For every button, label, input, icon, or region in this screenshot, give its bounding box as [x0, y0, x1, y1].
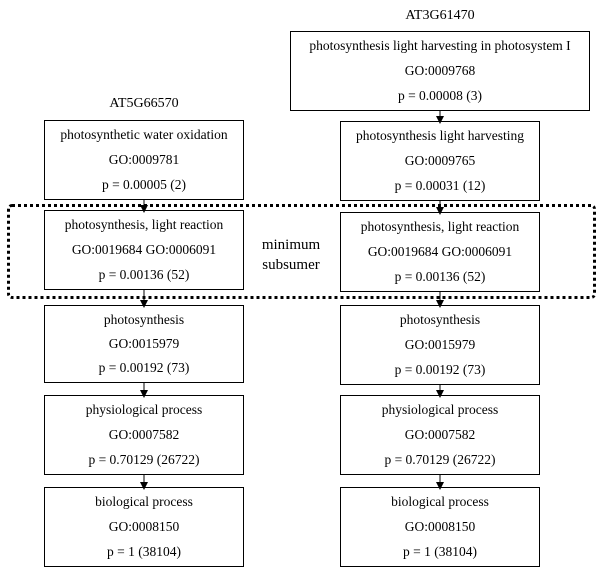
go-term-pvalue: p = 0.00136 (52)	[394, 268, 486, 284]
go-term-id: GO:0009781	[108, 151, 180, 167]
go-term-id: GO:0015979	[404, 336, 476, 352]
go-term-pvalue: p = 0.00136 (52)	[98, 266, 190, 282]
go-term-pvalue: p = 0.70129 (26722)	[88, 451, 200, 467]
go-term-pvalue: p = 0.00031 (12)	[394, 177, 486, 193]
go-term-name: photosynthetic water oxidation	[60, 127, 228, 143]
gene-label-left: AT5G66570	[109, 96, 179, 111]
go-term-box: photosynthesis light harvesting GO:00097…	[340, 121, 540, 201]
minimum-subsumer-label: minimum subsumer	[246, 235, 336, 275]
go-term-box: photosynthesis, light reaction GO:001968…	[44, 210, 244, 290]
go-term-box: biological process GO:0008150 p = 1 (381…	[44, 487, 244, 567]
subsumer-label-line-2: subsumer	[262, 257, 320, 273]
gene-label-right: AT3G61470	[405, 8, 475, 23]
go-term-id: GO:0009768	[404, 62, 476, 78]
go-term-name: photosynthesis	[103, 312, 185, 327]
go-term-name: physiological process	[381, 402, 499, 418]
go-term-pvalue: p = 0.70129 (26722)	[384, 451, 496, 467]
go-term-pvalue: p = 0.00005 (2)	[101, 176, 187, 192]
subsumer-label-line-1: minimum	[261, 237, 321, 253]
go-term-pvalue: p = 1 (38104)	[107, 543, 181, 559]
go-term-box: photosynthetic water oxidation GO:000978…	[44, 120, 244, 200]
go-term-box: physiological process GO:0007582 p = 0.7…	[340, 395, 540, 475]
go-term-box: biological process GO:0008150 p = 1 (381…	[340, 487, 540, 567]
go-term-box: photosynthesis GO:0015979 p = 0.00192 (7…	[340, 305, 540, 385]
minimum-subsumer-region	[7, 204, 596, 299]
go-term-box: photosynthesis light harvesting in photo…	[290, 31, 590, 111]
go-term-name: photosynthesis	[399, 312, 481, 328]
go-term-id: GO:0007582	[108, 426, 180, 442]
go-term-id: GO:0009765	[404, 152, 476, 168]
go-term-name: physiological process	[85, 402, 203, 418]
go-term-pvalue: p = 0.00008 (3)	[397, 87, 483, 103]
go-term-id: GO:0019684 GO:0006091	[367, 243, 513, 259]
go-term-id: GO:0008150	[108, 518, 180, 534]
go-term-id: GO:0008150	[404, 518, 476, 534]
go-term-id: GO:0015979	[108, 336, 180, 351]
go-term-box: photosynthesis GO:0015979 p = 0.00192 (7…	[44, 305, 244, 383]
go-term-pvalue: p = 0.00192 (73)	[98, 360, 190, 375]
go-term-name: photosynthesis light harvesting in photo…	[309, 38, 571, 54]
go-term-name: photosynthesis, light reaction	[360, 219, 520, 235]
go-term-id: GO:0019684 GO:0006091	[71, 241, 217, 257]
go-term-name: biological process	[391, 494, 489, 510]
go-term-id: GO:0007582	[404, 426, 476, 442]
go-term-name: photosynthesis light harvesting	[356, 128, 524, 144]
go-term-box: physiological process GO:0007582 p = 0.7…	[44, 395, 244, 475]
go-term-pvalue: p = 0.00192 (73)	[394, 361, 486, 377]
go-term-name: photosynthesis, light reaction	[64, 217, 224, 233]
go-term-pvalue: p = 1 (38104)	[403, 543, 477, 559]
go-term-name: biological process	[95, 494, 193, 510]
